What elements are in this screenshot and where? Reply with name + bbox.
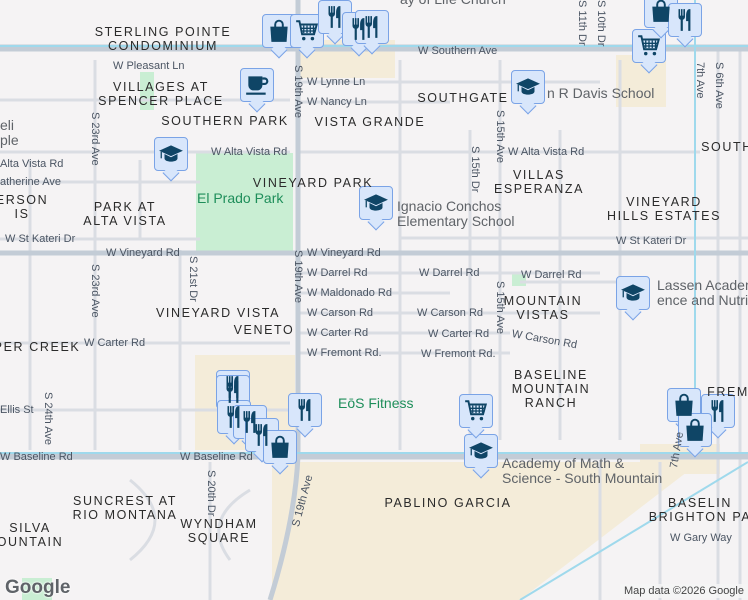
shopping-bag-icon <box>267 434 293 460</box>
restaurant-marker[interactable] <box>668 3 702 37</box>
restaurant-marker[interactable] <box>318 0 352 34</box>
restaurant-icon <box>359 14 385 40</box>
coffee-marker[interactable] <box>240 68 274 102</box>
school-marker[interactable] <box>464 434 498 468</box>
map-attribution[interactable]: Map data ©2026 Google <box>619 584 748 598</box>
shopping-bag-icon <box>671 392 697 418</box>
shopping-bag-icon <box>682 417 708 443</box>
shopping-cart-icon <box>463 398 489 424</box>
coffee-icon <box>244 72 270 98</box>
shopping-bag-icon <box>266 18 292 44</box>
shopping-cart-marker[interactable] <box>459 394 493 428</box>
shopping-cart-icon <box>294 18 320 44</box>
restaurant-icon <box>292 397 318 423</box>
shopping-bag-marker[interactable] <box>262 14 296 48</box>
school-icon <box>515 74 541 100</box>
school-icon <box>468 438 494 464</box>
restaurant-marker[interactable] <box>216 370 250 404</box>
restaurant-icon <box>705 398 731 424</box>
school-icon <box>620 280 646 306</box>
school-marker[interactable] <box>616 276 650 310</box>
shopping-bag-marker[interactable] <box>678 413 712 447</box>
school-marker[interactable] <box>359 186 393 220</box>
shopping-bag-icon <box>648 0 674 24</box>
shopping-cart-icon <box>636 33 662 59</box>
school-marker[interactable] <box>154 137 188 171</box>
restaurant-marker[interactable] <box>355 10 389 44</box>
shopping-bag-marker[interactable] <box>644 0 678 28</box>
shopping-bag-marker[interactable] <box>263 430 297 464</box>
restaurant-icon <box>220 379 246 405</box>
shopping-cart-marker[interactable] <box>632 29 666 63</box>
restaurant-icon <box>672 7 698 33</box>
restaurant-marker[interactable] <box>701 394 735 428</box>
restaurant-icon <box>322 4 348 30</box>
school-marker[interactable] <box>511 70 545 104</box>
school-icon <box>158 141 184 167</box>
school-icon <box>363 190 389 216</box>
google-logo: Google <box>5 577 71 598</box>
shopping-cart-marker[interactable] <box>290 14 324 48</box>
restaurant-marker[interactable] <box>288 393 322 427</box>
